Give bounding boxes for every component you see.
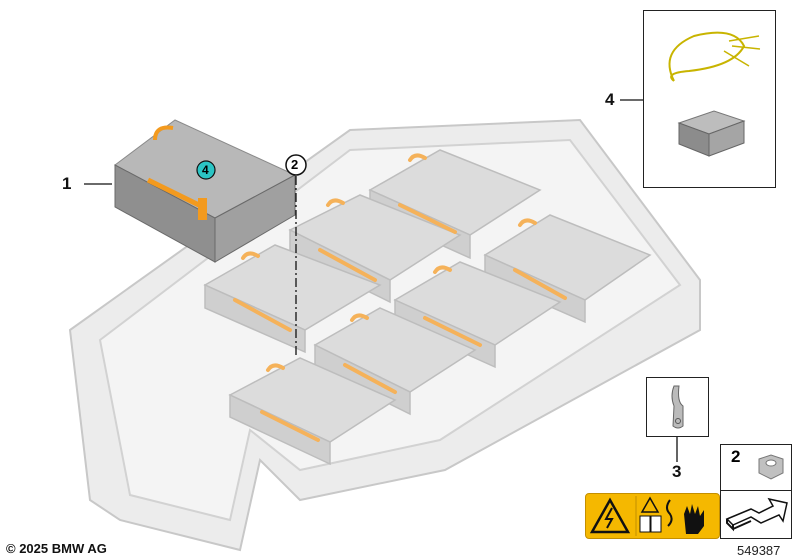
- callout-circle-2: [285, 154, 307, 176]
- part-2-box[interactable]: 2: [720, 444, 792, 492]
- arrow-icon: [725, 497, 788, 532]
- part-3-box[interactable]: [646, 377, 709, 437]
- callout-circle-2-text: 2: [291, 157, 299, 172]
- orange-cables: [233, 153, 567, 442]
- terminal-pin-icon: [671, 385, 684, 429]
- module: [483, 214, 652, 324]
- leader-lines: [84, 99, 678, 462]
- wire-and-package-icon: [668, 31, 761, 157]
- hex-nut-icon: [758, 454, 784, 480]
- battery-modules: [203, 149, 652, 466]
- module: [228, 357, 397, 466]
- callout-label-1: 1: [62, 174, 72, 193]
- high-voltage-warning-label: [585, 493, 720, 539]
- part-4-box[interactable]: [643, 10, 776, 188]
- warning-symbols-icon: [589, 496, 704, 536]
- part-2-label: 2: [731, 447, 741, 466]
- direction-arrow-box: [720, 490, 792, 539]
- copyright-text: © 2025 BMW AG: [6, 541, 107, 556]
- diagram-number: 549387: [737, 543, 781, 558]
- module: [203, 244, 382, 354]
- callout-label-4: 4: [605, 90, 615, 109]
- callout-circle-4-text: 4: [202, 163, 209, 177]
- callout-circle-4: [196, 160, 216, 180]
- callout-label-3: 3: [672, 462, 682, 481]
